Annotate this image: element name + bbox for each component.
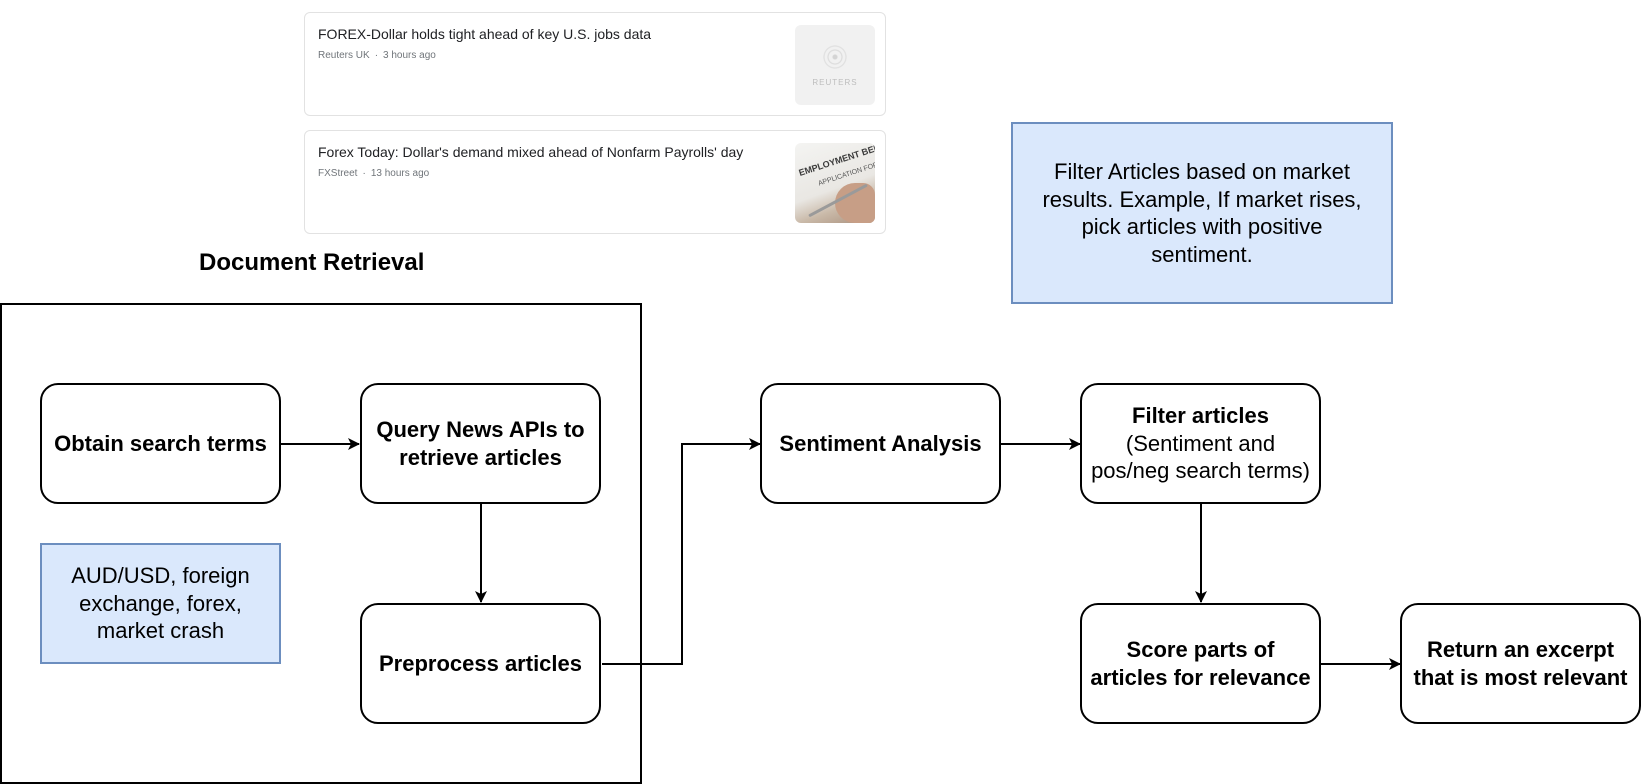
node-label: Return an excerpt that is most relevant [1413,637,1628,690]
news-card-thumbnail[interactable]: REUTERS [795,25,875,105]
news-card-title[interactable]: FOREX-Dollar holds tight ahead of key U.… [318,26,652,42]
node-sentiment-analysis: Sentiment Analysis [760,383,1001,504]
news-card-source: Reuters UK [318,50,370,61]
news-card[interactable]: Forex Today: Dollar's demand mixed ahead… [304,130,886,234]
reuters-logo-icon [821,43,849,71]
node-filter-articles: Filter articles (Sentiment and pos/neg s… [1080,383,1321,504]
node-label: Filter articles [1132,403,1269,429]
node-label: Sentiment Analysis [779,430,982,456]
news-card-source: FXStreet [318,168,358,179]
search-terms-note: AUD/USD, foreign exchange, forex, market… [40,543,281,664]
filter-info-text: Filter Articles based on market results.… [1042,159,1362,267]
news-card-age: 13 hours ago [370,168,430,179]
node-query-news-apis: Query News APIs to retrieve articles [360,383,601,504]
reuters-logo-text: REUTERS [812,78,858,87]
search-terms-text: AUD/USD, foreign exchange, forex, market… [71,563,250,644]
node-return-excerpt: Return an excerpt that is most relevant [1400,603,1641,724]
news-card-thumbnail[interactable]: EMPLOYMENT BEN APPLICATION FOR [795,143,875,223]
node-score-articles: Score parts of articles for relevance [1080,603,1321,724]
news-card-meta: Reuters UK·3 hours ago [318,50,436,61]
node-label: Preprocess articles [378,650,583,676]
node-label: Score parts of articles for relevance [1090,637,1311,690]
node-preprocess-articles: Preprocess articles [360,603,601,724]
news-card-title[interactable]: Forex Today: Dollar's demand mixed ahead… [318,144,744,160]
node-label: Query News APIs to retrieve articles [376,417,585,470]
filter-info-note: Filter Articles based on market results.… [1011,122,1393,304]
node-sublabel: (Sentiment and pos/neg search terms) [1091,430,1310,484]
document-retrieval-container [0,303,642,784]
news-card-age: 3 hours ago [383,50,436,61]
news-card-meta: FXStreet·13 hours ago [318,168,430,179]
node-obtain-search-terms: Obtain search terms [40,383,281,504]
news-card[interactable]: FOREX-Dollar holds tight ahead of key U.… [304,12,886,116]
node-label: Obtain search terms [54,430,267,456]
edge-preprocess-to-sentiment [602,438,761,665]
section-title: Document Retrieval [199,249,425,276]
